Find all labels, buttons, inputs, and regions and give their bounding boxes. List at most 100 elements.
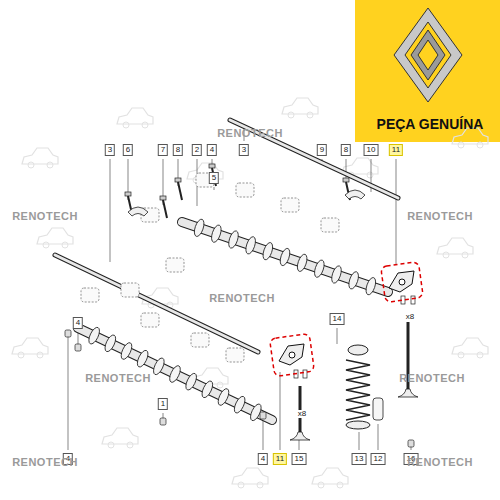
watermark: RENOTECH <box>407 457 473 468</box>
camshaft <box>182 222 388 292</box>
leader-line <box>337 328 338 344</box>
leader-line <box>378 424 379 450</box>
cam-lobe <box>184 372 199 392</box>
watermark: RENOTECH <box>399 373 465 384</box>
cam-lobe <box>103 333 118 353</box>
engine-parts <box>55 120 418 447</box>
leader-line <box>359 432 360 450</box>
valve-collet <box>303 370 307 378</box>
leader-line <box>110 159 111 262</box>
cam-lobe <box>119 341 134 361</box>
bracket <box>128 207 148 216</box>
car-watermark <box>22 148 58 168</box>
callout-number: 14 <box>330 313 345 325</box>
dowel <box>65 330 71 337</box>
valve-head <box>290 432 310 440</box>
rocker-bore <box>289 352 295 358</box>
cam-lobe <box>295 253 308 273</box>
renault-logo <box>394 8 462 102</box>
callout-number: 7 <box>158 144 168 156</box>
callout-number: 4 <box>207 144 217 156</box>
callout-number: 11 <box>273 453 287 465</box>
bolt-shank <box>178 182 182 200</box>
cam-lobe <box>347 271 360 291</box>
rocker-shaft <box>55 255 258 352</box>
leader-line <box>396 159 397 265</box>
leader-line <box>78 332 79 344</box>
dowel <box>160 418 166 425</box>
quantity-note: x8 <box>297 410 307 418</box>
rocker-highlight <box>270 262 424 377</box>
watermark: RENOTECH <box>209 293 275 304</box>
callout-number: 4 <box>73 317 83 329</box>
callout-number: 13 <box>352 453 367 465</box>
cam-lobe <box>244 236 257 256</box>
callout-number: 2 <box>192 144 202 156</box>
quantity-note: x8 <box>405 313 415 321</box>
cam-lobe <box>151 356 166 376</box>
callout-number: 5 <box>209 172 219 184</box>
bolt-head <box>343 178 349 182</box>
cam-lobe <box>200 379 215 399</box>
cam-lobe <box>210 224 223 244</box>
cam-lobe <box>192 218 205 238</box>
cam-lobe <box>227 230 240 250</box>
bearing-cap <box>226 348 244 362</box>
callout-number: 8 <box>341 144 351 156</box>
watermark: RENOTECH <box>85 373 151 384</box>
bearing-cap <box>321 218 339 232</box>
valve-stem <box>407 322 410 395</box>
callout-number: 3 <box>105 144 115 156</box>
rocker-bore <box>399 279 405 285</box>
bearing-cap <box>141 313 159 327</box>
car-watermarks <box>12 98 488 488</box>
bracket <box>345 190 365 199</box>
car-watermark <box>282 98 318 118</box>
bearing-cap <box>191 333 209 347</box>
watermark: RENOTECH <box>12 457 78 468</box>
camshaft-fill <box>78 328 272 420</box>
bolt-head <box>125 192 131 196</box>
cam-lobe <box>313 259 326 279</box>
callout-number: 1 <box>158 398 168 410</box>
car-watermark <box>117 108 153 128</box>
bolt-head <box>175 178 181 182</box>
bolt-head <box>209 164 215 168</box>
callout-number: 10 <box>364 144 379 156</box>
badge-background <box>355 0 500 142</box>
car-watermark <box>12 338 48 358</box>
cam-lobe <box>330 265 343 285</box>
camshaft-fill <box>182 222 388 292</box>
car-watermark <box>37 228 73 248</box>
bolt-shank <box>163 200 167 218</box>
leader-line <box>299 440 300 450</box>
callout-number: 11 <box>389 144 403 156</box>
bearing-cap <box>166 258 184 272</box>
bearing-cap <box>81 288 99 302</box>
car-watermark <box>312 468 348 488</box>
cam-lobe <box>216 387 231 407</box>
badge-text: PEÇA GENUÍNA <box>377 117 484 131</box>
callout-number: 6 <box>123 144 133 156</box>
leader-lines <box>68 128 411 450</box>
callout-number: 9 <box>317 144 327 156</box>
bearing-cap <box>121 283 139 297</box>
dowel <box>75 344 81 351</box>
cam-lobe <box>87 326 102 346</box>
leader-line <box>163 413 164 418</box>
cam-lobe <box>232 395 247 415</box>
watermark: RENOTECH <box>12 211 78 222</box>
watermark: RENOTECH <box>407 211 473 222</box>
car-watermark <box>232 468 268 488</box>
watermark: RENOTECH <box>217 128 283 139</box>
cam-lobe <box>261 241 274 261</box>
car-watermark <box>437 238 473 258</box>
cam-lobe <box>364 276 377 296</box>
cam-lobe <box>135 349 150 369</box>
dowel <box>260 412 266 419</box>
cam-lobe <box>278 247 291 267</box>
camshaft <box>78 328 272 420</box>
rocker-arm <box>279 344 304 365</box>
callout-number: 3 <box>239 144 249 156</box>
